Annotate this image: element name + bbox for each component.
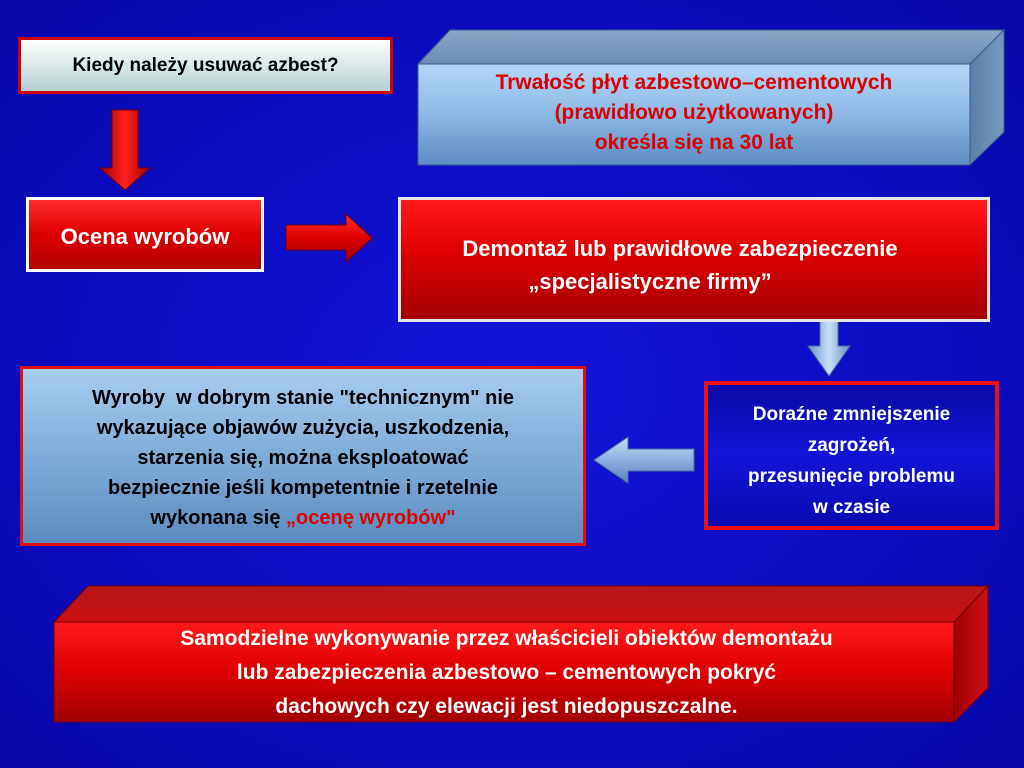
arrow-right-red-icon (285, 212, 373, 264)
removal-box: Demontaż lub prawidłowe zabezpieczenie „… (398, 197, 990, 322)
durability-line-2: (prawidłowo użytkowanych) (554, 101, 834, 124)
good-condition-line-5: wykonana się „ocenę wyrobów" (29, 503, 577, 533)
temporary-line-1: Doraźne zmniejszenie (752, 404, 951, 425)
arrow-down-red-icon (98, 109, 152, 191)
durability-line-1: Trwałość płyt azbestowo–cementowych (495, 71, 893, 94)
assessment-box: Ocena wyrobów (26, 197, 264, 272)
good-condition-line-2: wykazujące objawów zużycia, uszkodzenia, (96, 417, 510, 439)
good-condition-line-3: starzenia się, można eksploatować (137, 447, 469, 469)
good-condition-line-5-prefix: wykonana się (150, 507, 287, 529)
temporary-line-3: przesunięcie problemu (748, 466, 955, 487)
assessment-text: Ocena wyrobów (60, 224, 230, 249)
question-text: Kiedy należy usuwać azbest? (72, 55, 339, 76)
good-condition-line-1: Wyroby w dobrym stanie "technicznym" nie (91, 387, 515, 409)
good-condition-box: Wyroby w dobrym stanie "technicznym" nie… (20, 366, 586, 546)
removal-line-2: „specjalistyczne firmy” (528, 269, 772, 294)
temporary-box: Doraźne zmniejszenie zagrożeń, przesunię… (704, 381, 999, 530)
warning-line-3: dachowych czy elewacji jest niedopuszcza… (275, 695, 738, 718)
good-condition-highlight: „ocenę wyrobów" (286, 507, 456, 529)
temporary-line-2: zagrożeń, (807, 435, 896, 456)
durability-line-3: określa się na 30 lat (594, 131, 794, 154)
question-box: Kiedy należy usuwać azbest? (18, 37, 393, 94)
durability-text: Trwałość płyt azbestowo–cementowych (pra… (418, 64, 970, 164)
temporary-line-4: w czasie (812, 497, 891, 518)
warning-line-1: Samodzielne wykonywanie przez właściciel… (180, 627, 833, 650)
removal-line-1: Demontaż lub prawidłowe zabezpieczenie (462, 236, 898, 261)
warning-prism (52, 584, 990, 724)
warning-text: Samodzielne wykonywanie przez właściciel… (54, 622, 959, 722)
good-condition-line-4: bezpiecznie jeśli kompetentnie i rzeteln… (107, 477, 499, 499)
arrow-left-blue-icon (593, 436, 695, 484)
warning-line-2: lub zabezpieczenia azbestowo – cementowy… (236, 661, 777, 684)
durability-prism (416, 28, 1006, 167)
